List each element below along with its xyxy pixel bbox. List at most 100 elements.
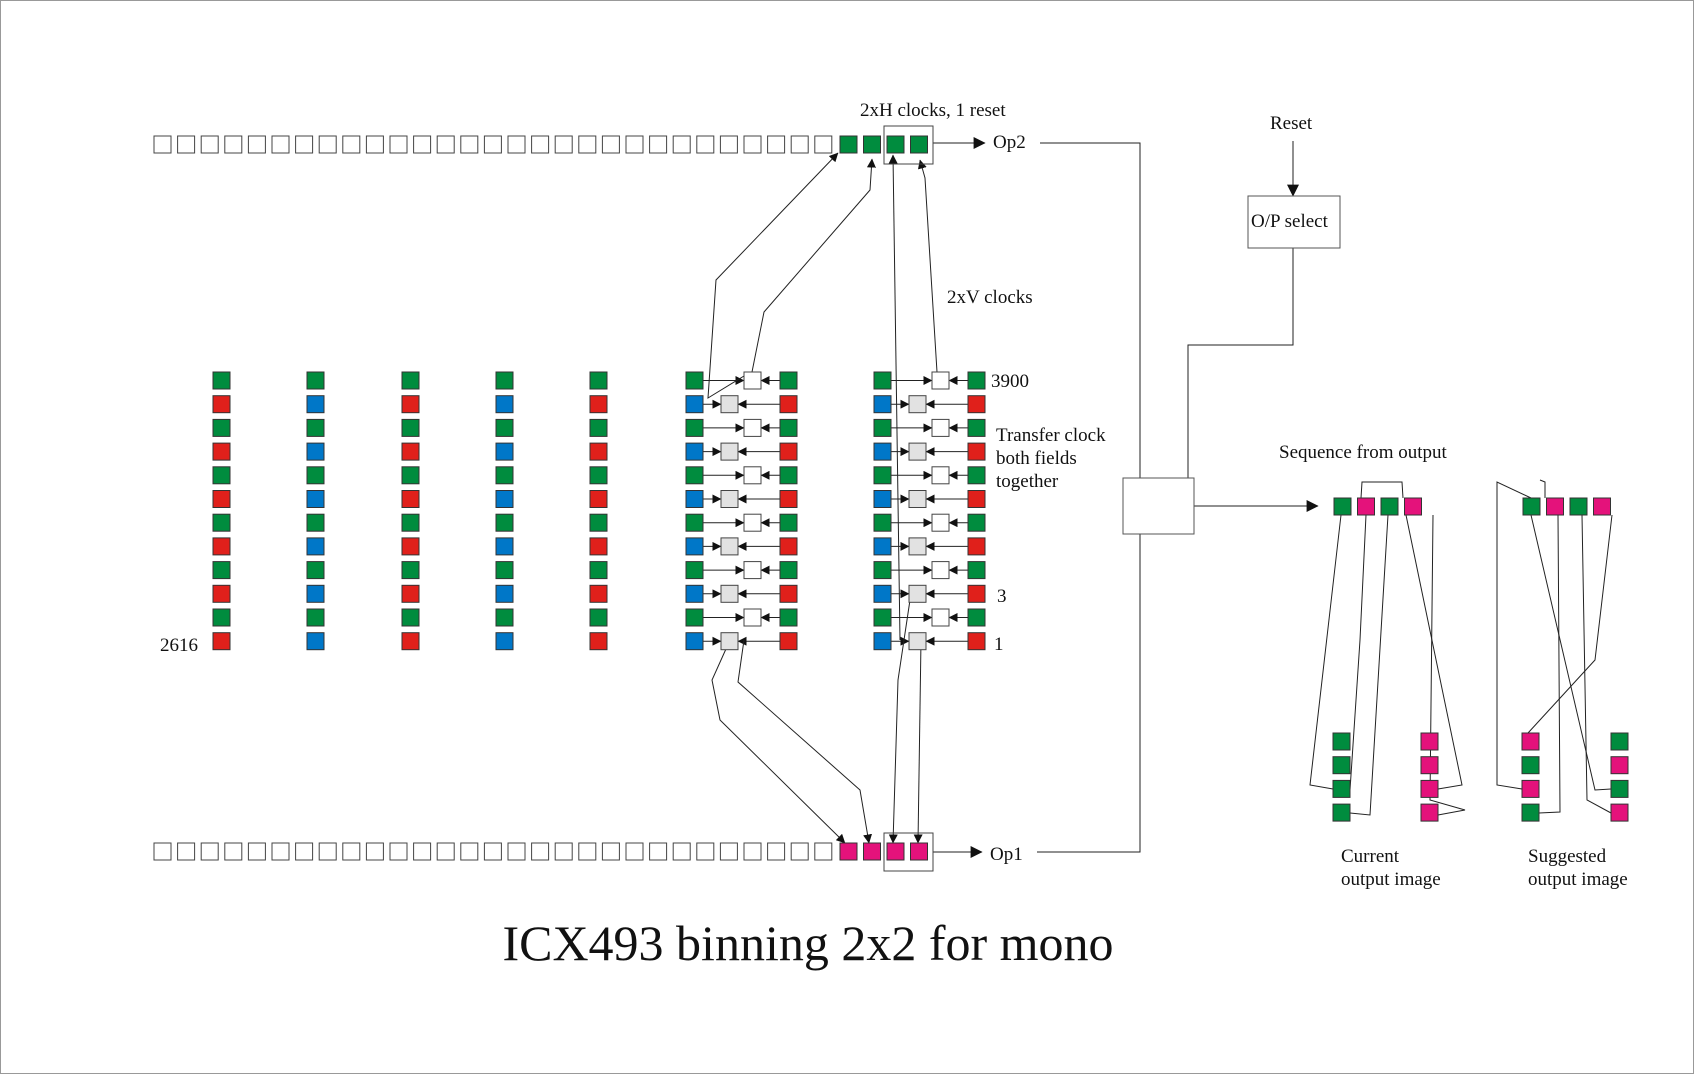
suggested-map-6 — [1527, 514, 1613, 734]
register-bottom-cell — [886, 842, 905, 861]
pixel-cell — [779, 608, 798, 627]
pixel-cell — [685, 418, 704, 437]
sequence-suggested-cell — [1593, 497, 1611, 516]
register-empty-cell — [696, 842, 715, 861]
register-empty-cell — [531, 135, 550, 154]
register-empty-cell — [814, 842, 833, 861]
route-bottom-1 — [711, 639, 846, 844]
pixel-cell — [967, 418, 986, 437]
pixel-cell — [589, 608, 608, 627]
pixel-cell — [306, 442, 325, 461]
pixel-cell — [685, 608, 704, 627]
pixel-cell — [967, 442, 986, 461]
transfer-node-gray — [720, 632, 739, 651]
register-empty-cell — [554, 135, 573, 154]
register-empty-cell — [578, 135, 597, 154]
suggested-image-cell — [1521, 803, 1540, 822]
suggested-map-1 — [1496, 481, 1532, 790]
transfer-node-white — [931, 513, 950, 532]
reset-label: Reset — [1270, 113, 1313, 134]
pixel-cell — [873, 395, 892, 414]
register-empty-cell — [767, 135, 786, 154]
pixel-cell — [873, 584, 892, 603]
pixel-cell — [589, 537, 608, 556]
transfer-node-white — [743, 371, 762, 390]
route-top-2 — [751, 158, 876, 373]
select-wire — [1187, 248, 1294, 478]
pixel-cell — [873, 418, 892, 437]
register-top-cell — [839, 135, 858, 154]
pixel-cell — [495, 490, 514, 508]
pixel-cell — [495, 537, 514, 556]
pixel-cell — [401, 513, 420, 532]
register-empty-cell — [507, 842, 526, 861]
register-empty-cell — [153, 842, 172, 861]
together-label: together — [996, 471, 1059, 492]
register-empty-cell — [318, 842, 337, 861]
pixel-cell — [685, 584, 704, 603]
pixel-cell — [779, 395, 798, 414]
pixel-cell — [589, 395, 608, 414]
pixel-cell — [401, 466, 420, 485]
register-top-cell — [910, 135, 928, 154]
suggested-map-4 — [1538, 514, 1561, 814]
current-image-cell — [1332, 756, 1351, 775]
pixel-cell — [873, 466, 892, 485]
suggested-image-cell — [1521, 732, 1540, 751]
row-1-label: 1 — [994, 634, 1004, 655]
pixel-cell — [685, 513, 704, 532]
cell-layer — [153, 125, 1629, 872]
register-empty-cell — [436, 135, 455, 154]
register-empty-cell — [696, 135, 715, 154]
register-empty-cell — [625, 135, 644, 154]
op1-wire — [1037, 534, 1141, 853]
pixel-cell — [306, 466, 325, 485]
register-empty-cell — [483, 842, 502, 861]
pixel-cell — [967, 632, 986, 651]
register-empty-cell — [719, 135, 738, 154]
current-map-4 — [1429, 514, 1466, 816]
pixel-cell — [401, 490, 420, 508]
op2-wire — [1040, 142, 1141, 478]
pixel-cell — [212, 395, 231, 414]
pixel-cell — [685, 442, 704, 461]
register-empty-cell — [743, 135, 762, 154]
transfer-node-gray — [720, 395, 739, 414]
pixel-cell — [779, 371, 798, 390]
pixel-cell — [212, 537, 231, 556]
register-empty-cell — [200, 135, 219, 154]
pixel-cell — [306, 584, 325, 603]
pixel-cell — [212, 490, 231, 508]
pixel-cell — [495, 395, 514, 414]
register-bottom-output-box — [883, 832, 934, 872]
transfer-node-gray — [720, 584, 739, 603]
pixel-cell — [495, 632, 514, 651]
register-empty-cell — [483, 135, 502, 154]
sequence-suggested-cell — [1522, 497, 1541, 516]
suggested-image-cell — [1521, 779, 1540, 798]
pixel-cell — [967, 395, 986, 414]
pixel-cell — [873, 561, 892, 580]
pixel-cell — [212, 371, 231, 390]
pixel-cell — [306, 632, 325, 651]
register-top-output-box — [883, 125, 934, 165]
pixel-cell — [967, 608, 986, 627]
suggested-map-3 — [1530, 514, 1612, 791]
pixel-cell — [401, 395, 420, 414]
register-empty-cell — [200, 842, 219, 861]
register-empty-cell — [295, 135, 314, 154]
pixel-cell — [779, 490, 798, 508]
pixel-cell — [967, 513, 986, 532]
register-empty-cell — [790, 135, 809, 154]
pixel-cell — [967, 466, 986, 485]
pixel-cell — [589, 418, 608, 437]
register-empty-cell — [790, 842, 809, 861]
pixel-cell — [401, 371, 420, 390]
register-empty-cell — [224, 135, 243, 154]
current-map-5 — [1349, 514, 1367, 791]
pixel-cell — [495, 466, 514, 485]
pixel-cell — [495, 608, 514, 627]
register-empty-cell — [413, 842, 432, 861]
pixel-cell — [212, 513, 231, 532]
